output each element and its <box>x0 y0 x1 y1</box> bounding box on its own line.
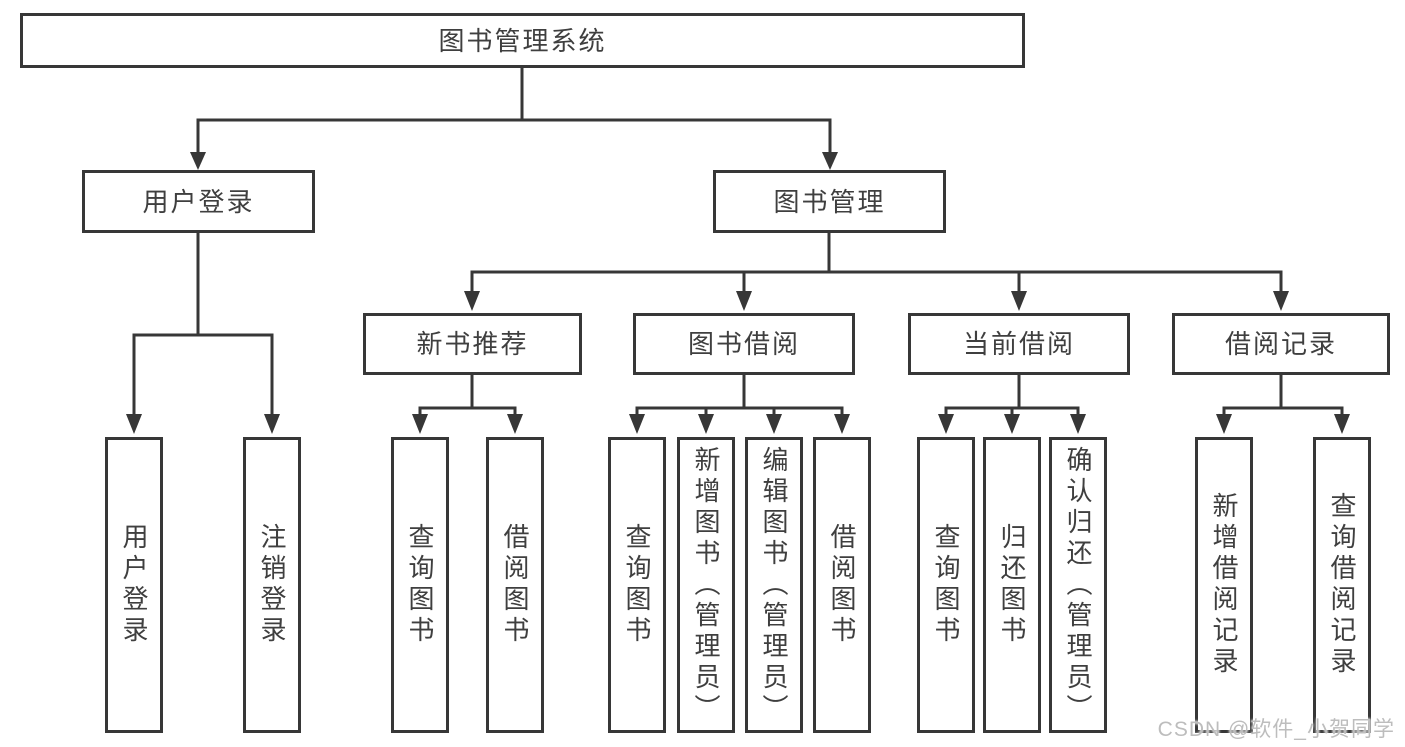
arrowhead <box>1070 414 1086 434</box>
leaf-query-book-current: 查询图书 <box>917 437 975 733</box>
node-book-management: 图书管理 <box>713 170 946 233</box>
leaf-query-book-recommend: 查询图书 <box>391 437 449 733</box>
leaf-add-book-admin: 新增图书（管理员） <box>677 437 735 733</box>
leaf-add-borrow-record: 新增借阅记录 <box>1195 437 1253 733</box>
leaf-query-borrow-record: 查询借阅记录 <box>1313 437 1371 733</box>
arrowhead <box>264 414 280 434</box>
node-new-book-recommend: 新书推荐 <box>363 313 582 375</box>
arrowhead <box>1004 414 1020 434</box>
node-borrow-records-label: 借阅记录 <box>1224 329 1337 359</box>
edge-book-borrow-split <box>635 373 844 410</box>
leaf-return-book-label: 归还图书 <box>997 523 1027 647</box>
arrowhead <box>822 152 838 170</box>
node-library-system-label: 图书管理系统 <box>438 25 607 56</box>
leaf-logout: 注销登录 <box>243 437 301 733</box>
node-book-management-label: 图书管理 <box>773 186 886 217</box>
arrowhead <box>1334 414 1350 434</box>
csdn-watermark: CSDN @软件_小贺同学 <box>1157 718 1395 741</box>
node-book-borrow: 图书借阅 <box>633 313 855 375</box>
node-user-login-label: 用户登录 <box>142 186 255 217</box>
arrowhead <box>629 414 645 434</box>
node-current-borrow-label: 当前借阅 <box>962 329 1075 359</box>
leaf-query-book-borrow: 查询图书 <box>608 437 666 733</box>
leaf-edit-book-admin-label: 编辑图书（管理员） <box>759 445 789 725</box>
leaf-query-borrow-record-label: 查询借阅记录 <box>1327 492 1357 678</box>
edge-borrow-record-split <box>1222 373 1344 410</box>
edge-book-mgmt-split <box>470 231 1283 274</box>
node-user-login: 用户登录 <box>82 170 315 233</box>
node-borrow-records: 借阅记录 <box>1172 313 1390 375</box>
node-current-borrow: 当前借阅 <box>908 313 1130 375</box>
arrowhead <box>126 414 142 434</box>
leaf-user-login-label: 用户登录 <box>119 523 149 647</box>
leaf-add-book-admin-label: 新增图书（管理员） <box>691 445 721 725</box>
leaf-borrow-book-label: 借阅图书 <box>827 523 857 647</box>
leaf-confirm-return-admin: 确认归还（管理员） <box>1049 437 1107 733</box>
arrowhead <box>1216 414 1232 434</box>
leaf-add-borrow-record-label: 新增借阅记录 <box>1209 492 1239 678</box>
leaf-query-book-recommend-label: 查询图书 <box>405 523 435 647</box>
edge-new-book-split <box>418 373 517 410</box>
leaf-borrow-book-recommend-label: 借阅图书 <box>500 523 530 647</box>
leaf-borrow-book-recommend: 借阅图书 <box>486 437 544 733</box>
arrowhead <box>938 414 954 434</box>
node-new-book-recommend-label: 新书推荐 <box>416 329 529 359</box>
arrowhead <box>507 414 523 434</box>
edge-user-login-split <box>132 231 274 337</box>
arrowhead <box>1011 291 1027 311</box>
arrowhead <box>834 414 850 434</box>
leaf-query-book-borrow-label: 查询图书 <box>622 523 652 647</box>
leaf-logout-label: 注销登录 <box>257 523 287 647</box>
arrowhead <box>464 291 480 311</box>
arrowhead <box>412 414 428 434</box>
arrowhead <box>766 414 782 434</box>
node-book-borrow-label: 图书借阅 <box>687 329 800 359</box>
leaf-confirm-return-admin-label: 确认归还（管理员） <box>1063 445 1093 725</box>
arrowhead <box>190 152 206 170</box>
leaf-borrow-book: 借阅图书 <box>813 437 871 733</box>
edge-root-split <box>196 66 832 122</box>
node-library-system: 图书管理系统 <box>20 13 1025 68</box>
arrowhead <box>736 291 752 311</box>
leaf-return-book: 归还图书 <box>983 437 1041 733</box>
arrowhead <box>1273 291 1289 311</box>
arrowhead <box>698 414 714 434</box>
leaf-query-book-current-label: 查询图书 <box>931 523 961 647</box>
leaf-edit-book-admin: 编辑图书（管理员） <box>745 437 803 733</box>
leaf-user-login: 用户登录 <box>105 437 163 733</box>
edge-current-borrow-split <box>944 373 1080 410</box>
